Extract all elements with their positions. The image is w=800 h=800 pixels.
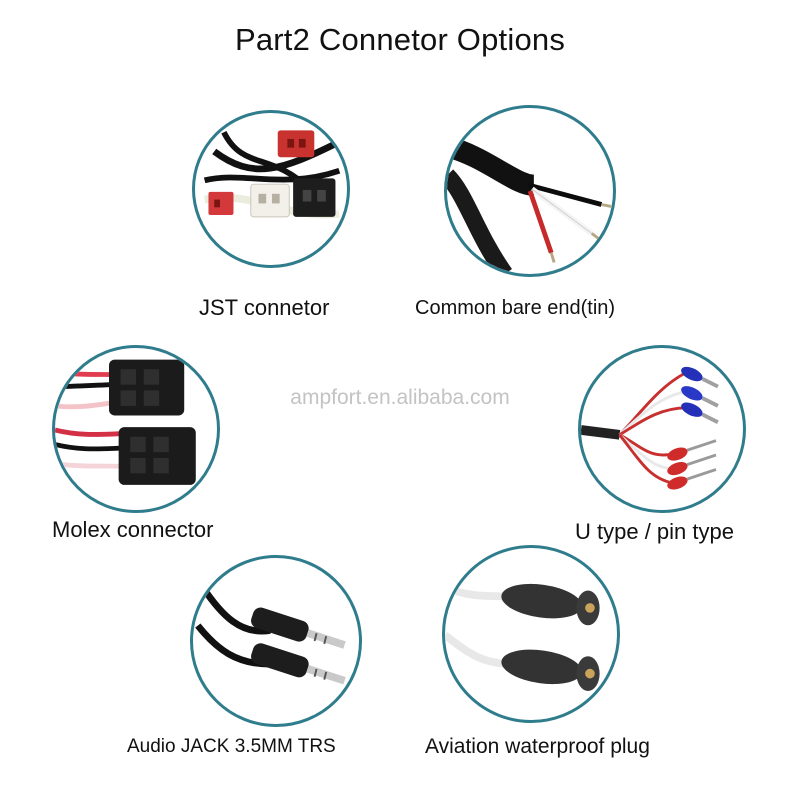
option-label: U type / pin type	[575, 519, 734, 544]
option-label: Molex connector	[52, 517, 214, 542]
watermark: ampfort.en.alibaba.com	[290, 386, 510, 409]
bare-end-wires-photo	[444, 105, 616, 277]
u-type-pin-terminal-photo	[578, 345, 746, 513]
jst-connector-photo	[192, 110, 350, 268]
audio-jack-photo	[190, 555, 362, 727]
option-label: Audio JACK 3.5MM TRS	[127, 736, 336, 757]
page-title: Part2 Connetor Options	[234, 22, 566, 57]
option-label: JST connetor	[199, 295, 330, 320]
option-label: Aviation waterproof plug	[425, 735, 650, 758]
aviation-plug-photo	[442, 545, 620, 723]
option-label: Common bare end(tin)	[415, 297, 616, 319]
molex-connector-photo	[52, 345, 220, 513]
